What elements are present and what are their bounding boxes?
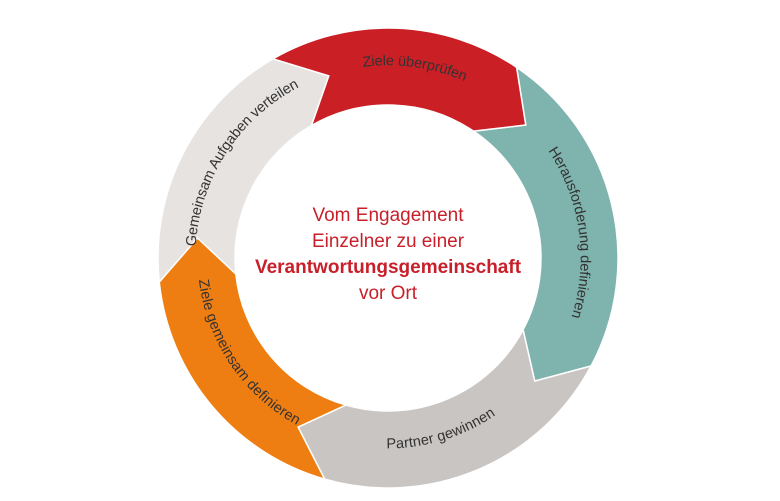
segment-aufgaben [157, 57, 330, 284]
center-line-3: Verantwortungsgemeinschaft [255, 257, 522, 278]
center-line-4: vor Ort [359, 283, 418, 304]
center-title: Vom Engagement Einzelner zu einer Verant… [255, 205, 522, 304]
center-line-2: Einzelner zu einer [312, 231, 465, 252]
cycle-ring [157, 27, 619, 489]
center-line-1: Vom Engagement [312, 205, 464, 226]
segment-ziele-ueberpruefen [271, 27, 527, 132]
